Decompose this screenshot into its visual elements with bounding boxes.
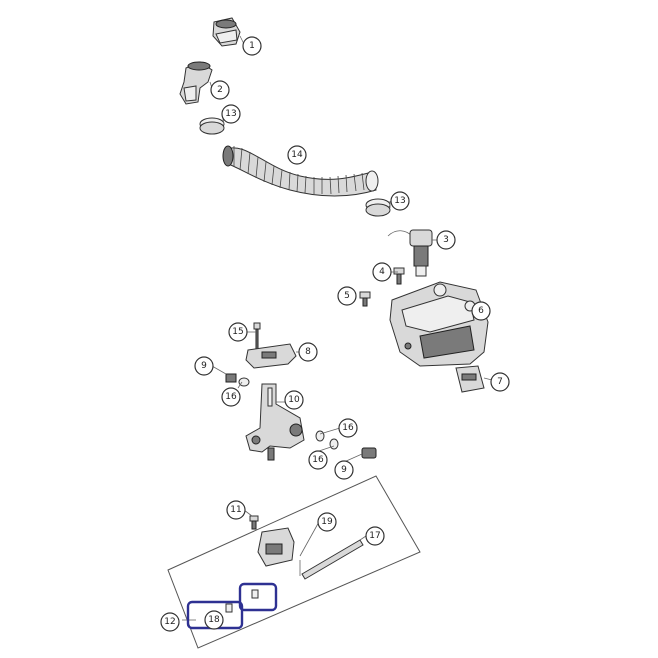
callout-10-label: 10 (288, 395, 300, 405)
callout-16-left-label: 16 (225, 392, 237, 402)
highlight-box-part (238, 582, 278, 612)
callout-16-left: 16 (221, 387, 241, 407)
part-5-bolt (359, 291, 371, 307)
part-9-16-fasteners-left (225, 373, 250, 387)
callout-16-right: 16 (338, 418, 358, 438)
callout-19-label: 19 (321, 517, 333, 527)
callout-2-label: 2 (217, 85, 223, 95)
callout-11-label: 11 (230, 505, 241, 515)
part-14-corrugated-hose (222, 145, 379, 197)
callout-17-label: 17 (369, 531, 380, 541)
callout-9-left: 9 (194, 356, 214, 376)
part-10-frame-bracket (245, 383, 305, 461)
callout-12-label: 12 (164, 617, 175, 627)
callout-6-label: 6 (478, 306, 484, 316)
part-15-bolt (253, 322, 261, 350)
callout-9-right-label: 9 (341, 465, 347, 475)
callout-17: 17 (365, 526, 385, 546)
callout-9-right: 9 (334, 460, 354, 480)
part-1-connector (212, 17, 241, 47)
callout-5: 5 (337, 286, 357, 306)
part-8-bracket (245, 343, 297, 369)
callout-4-label: 4 (379, 267, 385, 277)
part-6-housing (389, 281, 489, 367)
callout-14-label: 14 (291, 150, 303, 160)
part-18-small-item (225, 589, 259, 613)
callout-16-lower: 16 (308, 450, 328, 470)
callout-7: 7 (490, 372, 510, 392)
part-11-screw (249, 515, 259, 530)
callout-16-lower-label: 16 (312, 455, 324, 465)
callout-2: 2 (210, 80, 230, 100)
callout-3: 3 (436, 230, 456, 250)
callout-18-label: 18 (208, 615, 220, 625)
callout-6: 6 (471, 301, 491, 321)
callout-13-top-label: 13 (225, 109, 236, 119)
callout-15-label: 15 (232, 327, 243, 337)
callout-13-top: 13 (221, 104, 241, 124)
callout-5-label: 5 (344, 291, 350, 301)
callout-9-left-label: 9 (201, 361, 207, 371)
callout-4: 4 (372, 262, 392, 282)
callout-7-label: 7 (497, 377, 503, 387)
callout-15: 15 (228, 322, 248, 342)
callout-1-label: 1 (249, 41, 255, 51)
callout-12: 12 (160, 612, 180, 632)
part-13-clamp-lower (365, 198, 391, 217)
callout-11: 11 (226, 500, 246, 520)
part-7-bracket (455, 365, 485, 393)
callout-1: 1 (242, 36, 262, 56)
callout-13-lower: 13 (390, 191, 410, 211)
callout-13-lower-label: 13 (394, 196, 405, 206)
callout-16-right-label: 16 (342, 423, 354, 433)
callout-8: 8 (298, 342, 318, 362)
part-valve-block (257, 527, 295, 567)
callout-10: 10 (284, 390, 304, 410)
callout-18: 18 (204, 610, 224, 630)
part-19-rod (299, 539, 364, 580)
part-4-bolt (393, 267, 405, 285)
part-13-clamp-top (199, 117, 225, 135)
part-2-elbow (179, 61, 213, 105)
part-3-sensor (387, 229, 433, 277)
callout-19: 19 (317, 512, 337, 532)
callout-3-label: 3 (443, 235, 449, 245)
callout-14: 14 (287, 145, 307, 165)
callout-8-label: 8 (305, 347, 311, 357)
